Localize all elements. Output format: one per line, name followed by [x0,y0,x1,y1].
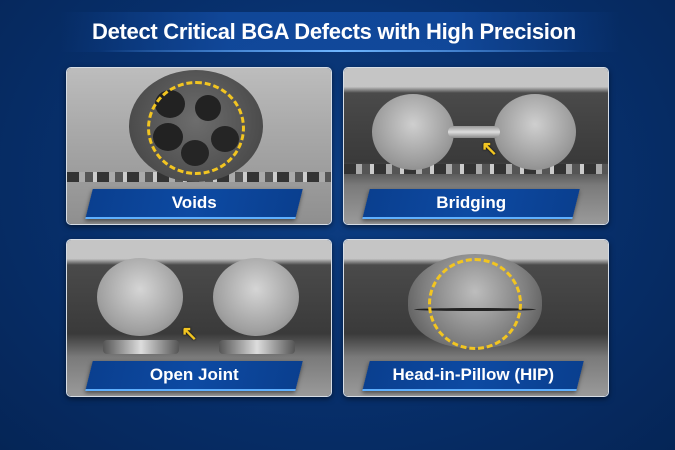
bridging-label: Bridging [362,189,580,219]
voids-panel: Voids [66,67,332,225]
title-banner [60,12,620,52]
solder-ball-right [213,258,299,336]
solder-ball-left [97,258,183,336]
open-joint-label: Open Joint [85,361,303,391]
solder-ball-right [494,94,576,170]
arrow-icon: ↖ [481,138,498,160]
highlight-circle [147,81,245,175]
arrow-icon: ↖ [181,323,198,345]
bridging-panel: ↖ Bridging [343,67,609,225]
open-joint-panel: ↖ Open Joint [66,239,332,397]
solder-ball-left [372,94,454,170]
head-in-pillow-panel: Head-in-Pillow (HIP) [343,239,609,397]
voids-label: Voids [85,189,303,219]
head-in-pillow-label: Head-in-Pillow (HIP) [362,361,584,391]
highlight-circle [428,258,522,350]
page-title: Detect Critical BGA Defects with High Pr… [92,19,576,44]
solder-bridge [448,126,500,138]
